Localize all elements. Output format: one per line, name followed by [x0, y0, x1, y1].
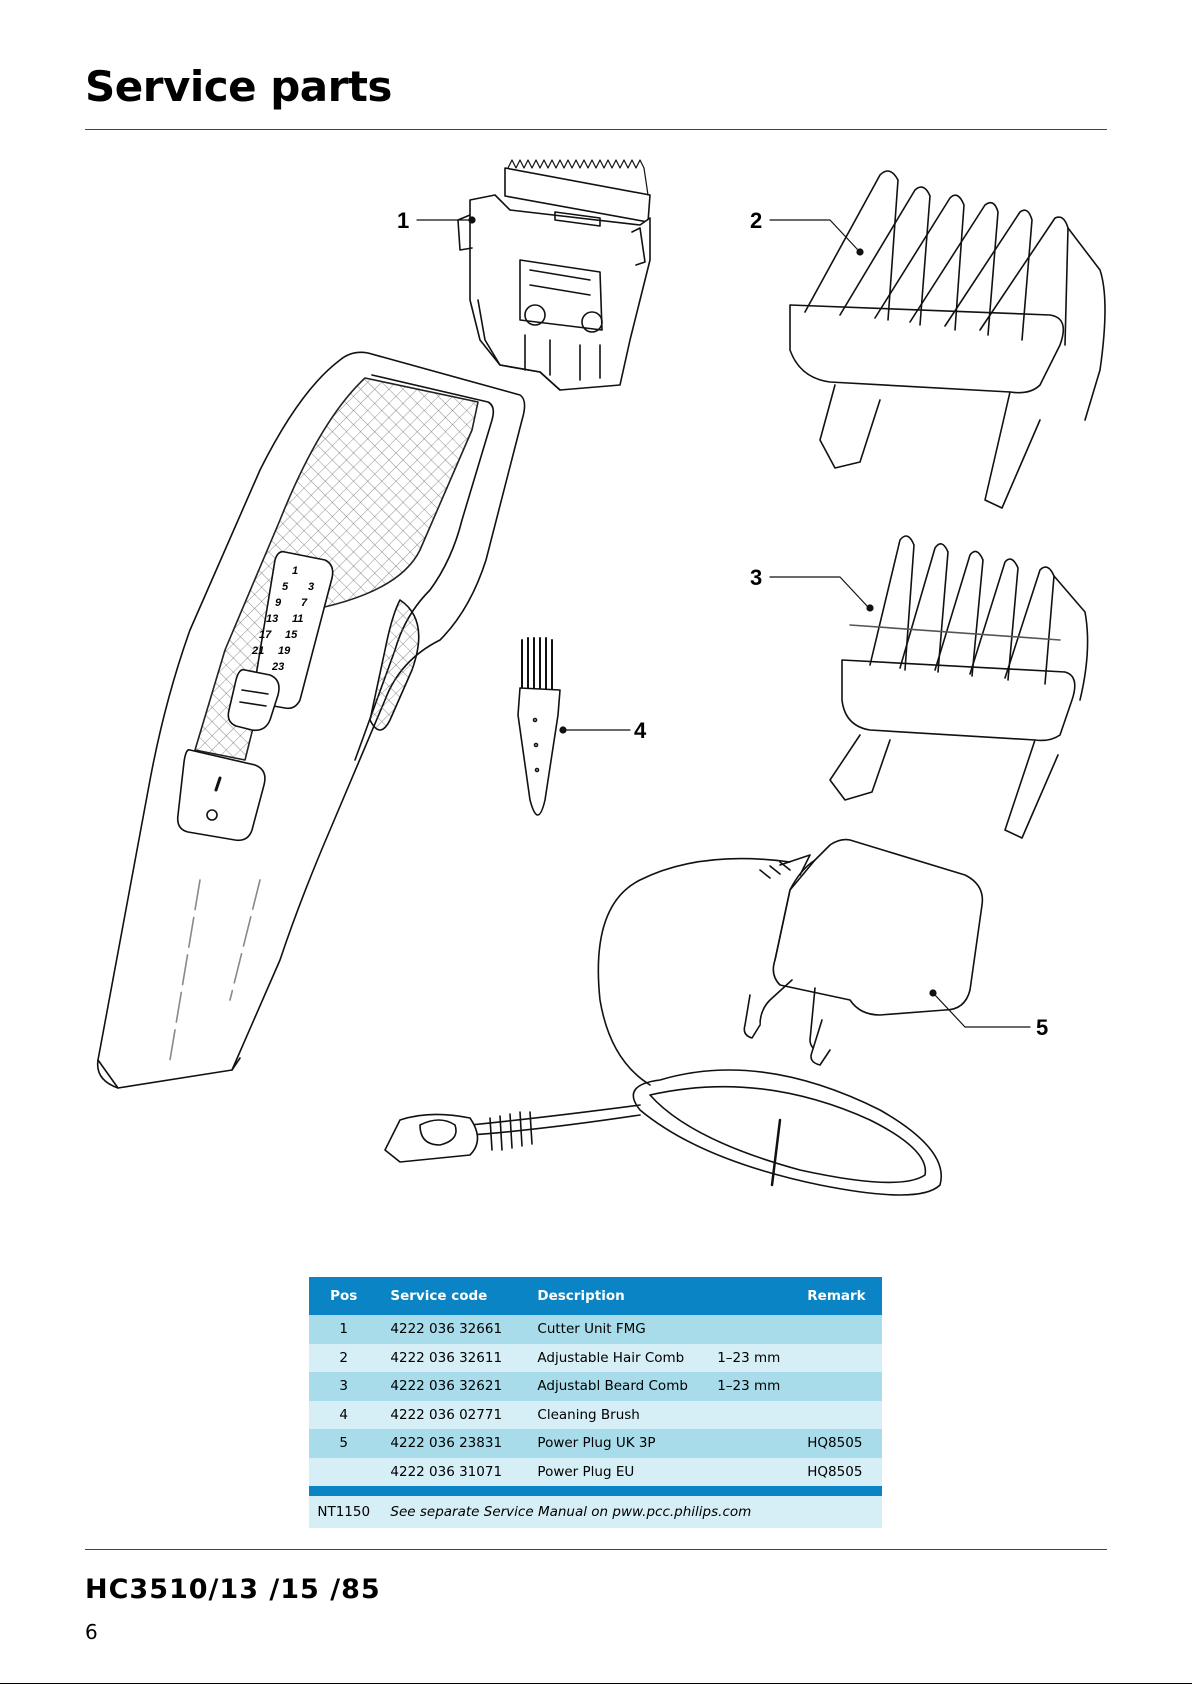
header-remark: Remark [801, 1277, 882, 1315]
cell-pos: 2 [309, 1343, 379, 1372]
cell-remark [801, 1400, 882, 1429]
length-dial-numbers: 1 5 3 9 7 13 11 17 15 21 19 23 [251, 565, 314, 673]
cutter-unit [457, 159, 651, 391]
table-row: 4 4222 036 02771 Cleaning Brush [309, 1400, 882, 1429]
header-spacer [711, 1277, 802, 1315]
svg-text:5: 5 [282, 581, 289, 593]
header-description: Description [531, 1277, 712, 1315]
svg-text:13: 13 [266, 613, 278, 625]
cell-code: 4222 036 02771 [378, 1400, 532, 1429]
cell-desc: Adjustabl Beard Comb [531, 1372, 712, 1401]
svg-text:17: 17 [259, 629, 272, 641]
svg-text:23: 23 [271, 661, 284, 673]
cell-remark [801, 1315, 882, 1344]
cell-remark [801, 1343, 882, 1372]
header-divider [85, 129, 1107, 130]
cell-desc: Adjustable Hair Comb [531, 1343, 712, 1372]
svg-text:21: 21 [251, 645, 264, 657]
page-edge-line [0, 1683, 1192, 1684]
cell-remark: HQ8505 [801, 1457, 882, 1486]
footer-divider [85, 1549, 1107, 1550]
svg-text:11: 11 [292, 613, 303, 625]
cell-desc: Cleaning Brush [531, 1400, 712, 1429]
cell-size [711, 1429, 802, 1458]
header-service-code: Service code [378, 1277, 532, 1315]
cell-code: 4222 036 32661 [378, 1315, 532, 1344]
cell-size: 1–23 mm [711, 1343, 802, 1372]
exploded-view-illustration: 1 5 3 9 7 13 11 17 15 21 19 23 [96, 159, 1106, 1196]
table-row: 4222 036 31071 Power Plug EU HQ8505 [309, 1457, 882, 1486]
header-pos: Pos [309, 1277, 379, 1315]
callout-numbers: 1 2 3 4 5 [397, 208, 1048, 1040]
cell-size [711, 1400, 802, 1429]
svg-text:15: 15 [285, 629, 298, 641]
cell-size: 1–23 mm [711, 1372, 802, 1401]
svg-text:5: 5 [1036, 1015, 1048, 1040]
cell-code: 4222 036 32611 [378, 1343, 532, 1372]
power-plug [384, 838, 984, 1196]
table-row: 3 4222 036 32621 Adjustabl Beard Comb 1–… [309, 1372, 882, 1401]
table-row: 1 4222 036 32661 Cutter Unit FMG [309, 1315, 882, 1344]
beard-comb [829, 535, 1089, 839]
svg-text:2: 2 [750, 208, 762, 233]
svg-text:9: 9 [275, 597, 282, 609]
svg-text:1: 1 [292, 565, 298, 577]
note-code: NT1150 [309, 1496, 379, 1528]
hair-comb [789, 170, 1106, 509]
table-row: 5 4222 036 23831 Power Plug UK 3P HQ8505 [309, 1429, 882, 1458]
page-title: Service parts [85, 62, 392, 111]
svg-text:19: 19 [278, 645, 291, 657]
cell-pos: 1 [309, 1315, 379, 1344]
svg-text:1: 1 [397, 208, 409, 233]
cell-pos: 4 [309, 1400, 379, 1429]
model-number: HC3510/13 /15 /85 [85, 1574, 381, 1605]
table-note-row: NT1150 See separate Service Manual on pw… [309, 1496, 882, 1528]
table-header-row: Pos Service code Description Remark [309, 1277, 882, 1315]
cell-remark [801, 1372, 882, 1401]
clipper-body [96, 351, 526, 1089]
svg-text:7: 7 [301, 597, 308, 609]
cell-desc: Cutter Unit FMG [531, 1315, 712, 1344]
callout-leaders [416, 216, 1031, 1028]
svg-text:3: 3 [308, 581, 314, 593]
cell-pos: 5 [309, 1429, 379, 1458]
service-parts-table: Pos Service code Description Remark 1 42… [309, 1277, 882, 1528]
cell-size [711, 1315, 802, 1344]
svg-text:3: 3 [750, 565, 762, 590]
cell-remark: HQ8505 [801, 1429, 882, 1458]
svg-text:4: 4 [634, 718, 647, 743]
table-separator [309, 1486, 882, 1496]
cell-desc: Power Plug UK 3P [531, 1429, 712, 1458]
cell-code: 4222 036 23831 [378, 1429, 532, 1458]
cell-pos [309, 1457, 379, 1486]
table-row: 2 4222 036 32611 Adjustable Hair Comb 1–… [309, 1343, 882, 1372]
cell-code: 4222 036 31071 [378, 1457, 532, 1486]
cleaning-brush [517, 637, 561, 816]
cell-desc: Power Plug EU [531, 1457, 712, 1486]
page-number: 6 [85, 1620, 98, 1644]
cell-size [711, 1457, 802, 1486]
cell-pos: 3 [309, 1372, 379, 1401]
note-text: See separate Service Manual on pww.pcc.p… [378, 1496, 882, 1528]
cell-code: 4222 036 32621 [378, 1372, 532, 1401]
